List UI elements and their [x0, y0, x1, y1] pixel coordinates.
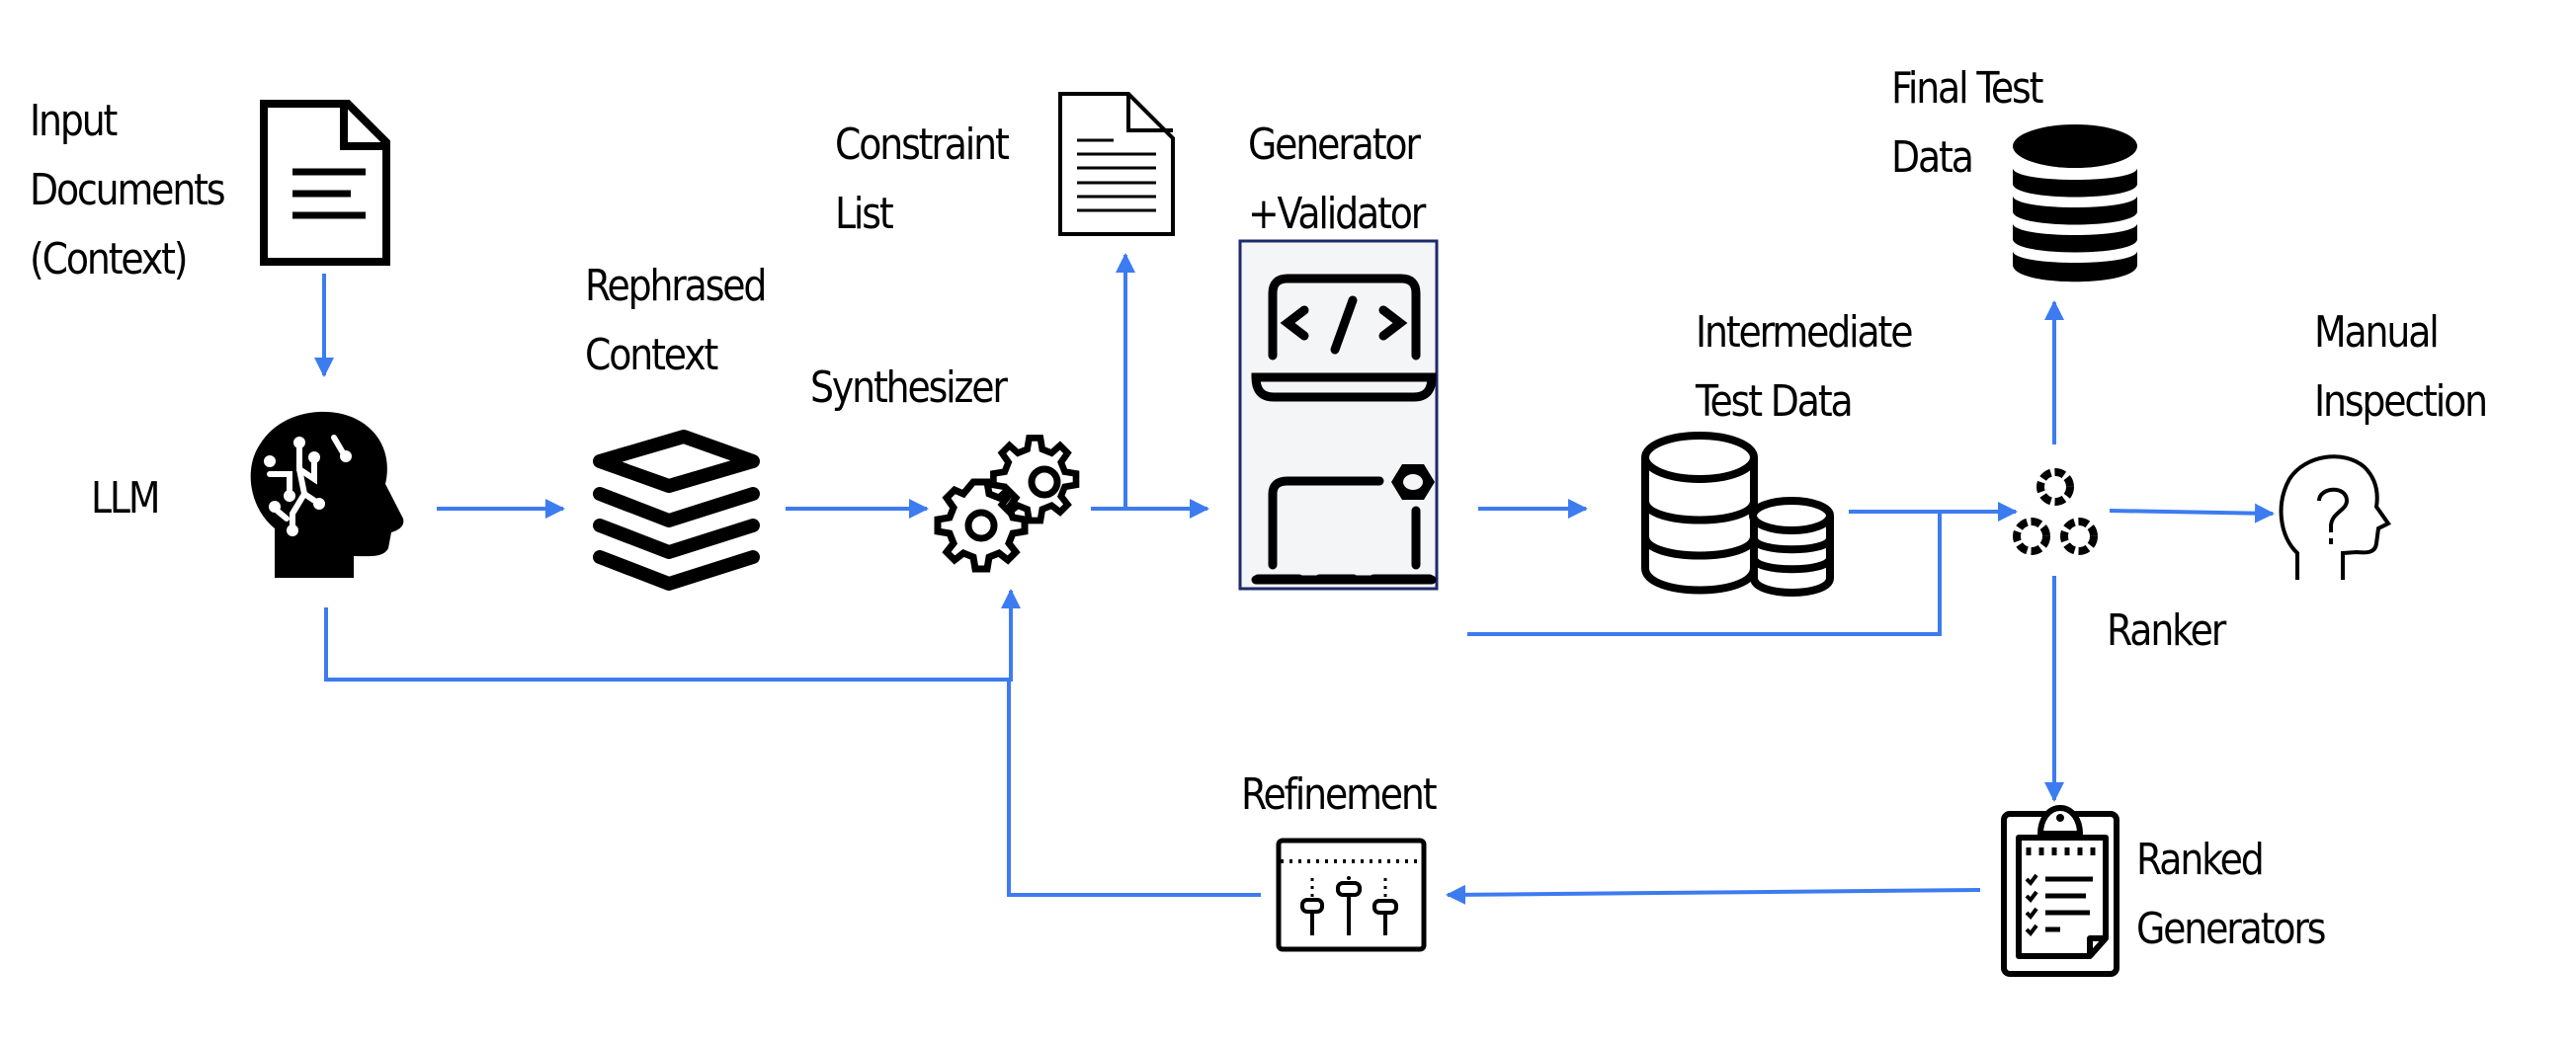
three-gears-icon: [2013, 468, 2098, 555]
input-documents-label: Input Documents (Context): [30, 87, 226, 294]
label-line: Ranked: [2136, 835, 2265, 885]
label-line: Documents: [30, 165, 226, 215]
gears-icon: [934, 435, 1080, 573]
edge-ranked-generators-to-refinement: [1446, 884, 1981, 905]
label-line: Input: [30, 96, 118, 146]
label-line: Manual: [2314, 307, 2440, 358]
label-line: List: [835, 189, 894, 239]
refinement-label: Refinement: [1241, 761, 1438, 830]
layers-stack-icon: [593, 430, 760, 591]
label-line: (Context): [30, 234, 189, 284]
clipboard-checklist-icon: [2001, 805, 2119, 977]
document-icon: [260, 100, 390, 266]
label-line: Rephrased: [585, 261, 767, 311]
edge-refinement-to-synthesizer: [1007, 682, 1261, 897]
label-line: Generators: [2136, 904, 2327, 954]
rephrased-context-label: Rephrased Context: [585, 252, 767, 390]
label-line: Inspection: [2314, 376, 2488, 427]
label-line: Test Data: [1696, 376, 1854, 427]
ai-brain-head-icon: [250, 411, 404, 578]
label-line: Constraint: [835, 120, 1010, 170]
generator-validator-label: Generator +Validator: [1248, 111, 1426, 249]
list-document-icon: [1058, 92, 1175, 236]
ranked-generators-label: Ranked Generators: [2136, 826, 2327, 964]
label-line: Generator: [1248, 120, 1421, 170]
label-line: Ranker: [2107, 605, 2226, 656]
label-line: Synthesizer: [810, 362, 1008, 413]
label-line: Context: [585, 330, 718, 380]
database-icon: [2013, 124, 2137, 282]
edge-generator-validator-to-ranker: [1467, 512, 1942, 636]
constraint-list-label: Constraint List: [835, 111, 1010, 249]
label-line: Data: [1891, 132, 1974, 183]
intermediate-test-data-label: Intermediate Test Data: [1696, 298, 1913, 437]
database-pair-icon: [1641, 432, 1834, 597]
manual-inspection-label: Manual Inspection: [2314, 298, 2488, 437]
edge-ranker-to-manual-inspection: [2109, 503, 2275, 523]
sliders-panel-icon: [1276, 838, 1427, 952]
laptop-code-icon: [1238, 239, 1439, 591]
label-line: LLM: [91, 473, 161, 523]
label-line: +Validator: [1248, 189, 1426, 239]
edge-llm-to-synthesizer: [324, 589, 1021, 682]
label-line: Final Test: [1891, 63, 2043, 114]
ranker-label: Ranker: [2107, 597, 2226, 666]
label-line: Intermediate: [1696, 307, 1913, 358]
final-test-data-label: Final Test Data: [1891, 54, 2043, 193]
llm-label: LLM: [91, 464, 161, 533]
label-line: Refinement: [1241, 769, 1438, 820]
synthesizer-label: Synthesizer: [810, 354, 1008, 423]
head-question-icon: [2279, 454, 2391, 580]
